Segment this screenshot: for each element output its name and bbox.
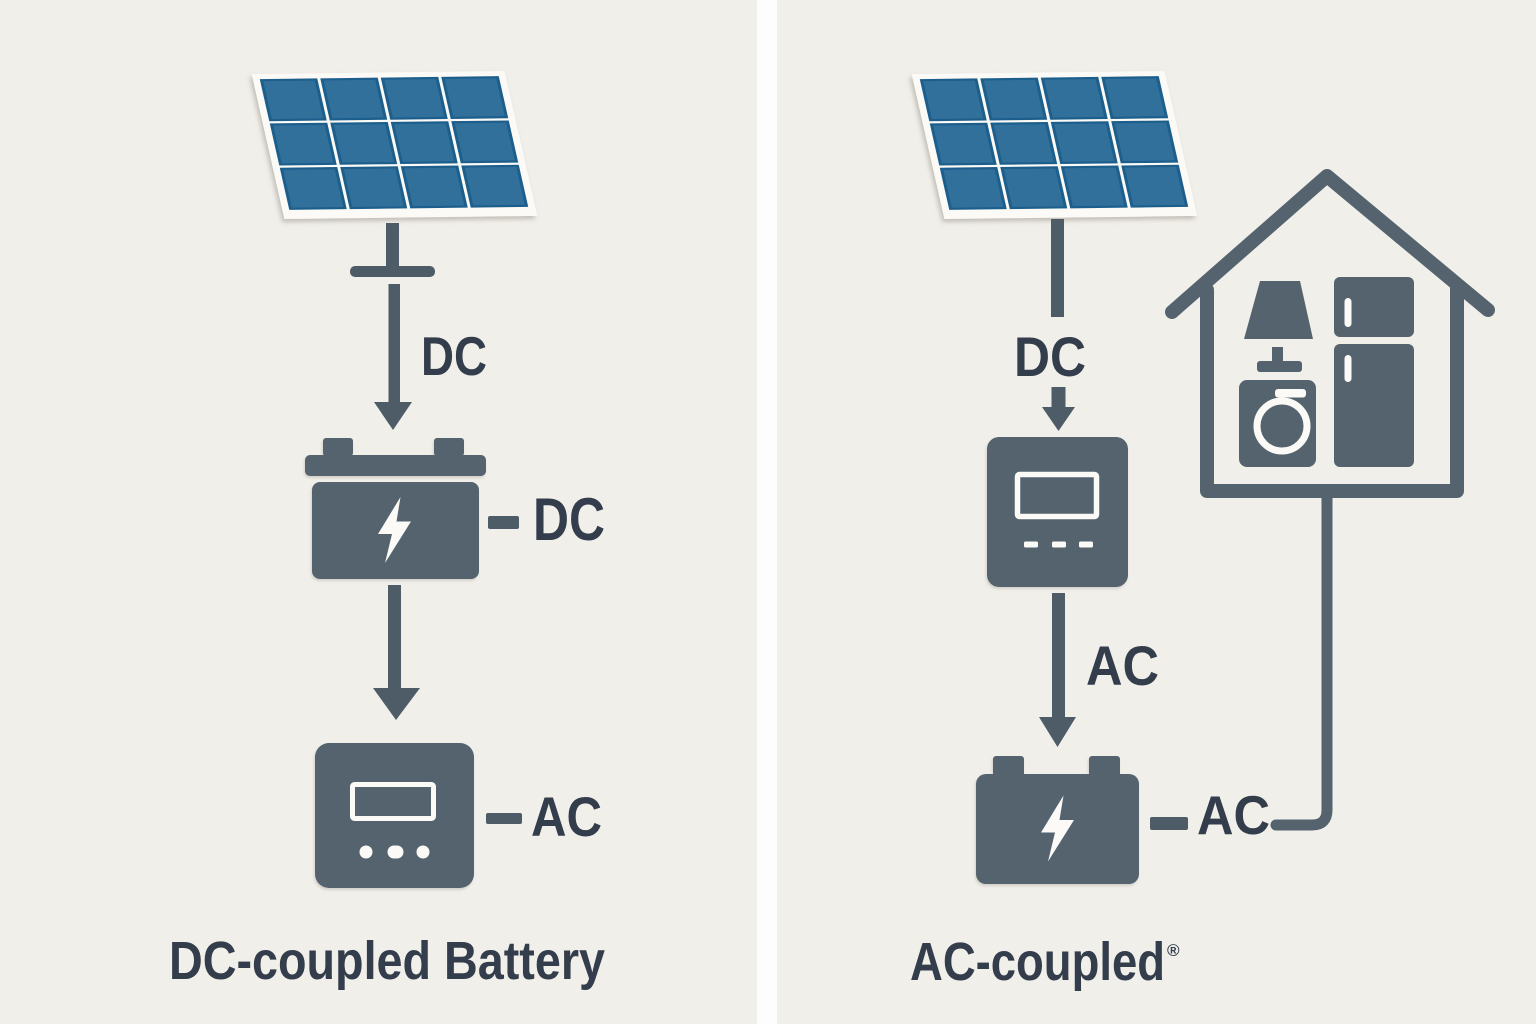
svg-text:DC-coupled Battery: DC-coupled Battery <box>169 932 605 991</box>
svg-text:AC: AC <box>531 785 602 848</box>
svg-text:DC: DC <box>533 486 605 553</box>
svg-text:DC: DC <box>421 325 487 387</box>
svg-text:®: ® <box>1167 941 1180 960</box>
svg-text:AC-coupled: AC-coupled <box>910 933 1165 992</box>
svg-text:DC: DC <box>1014 325 1086 388</box>
svg-text:AC: AC <box>1197 784 1270 846</box>
svg-text:AC: AC <box>1086 634 1159 697</box>
